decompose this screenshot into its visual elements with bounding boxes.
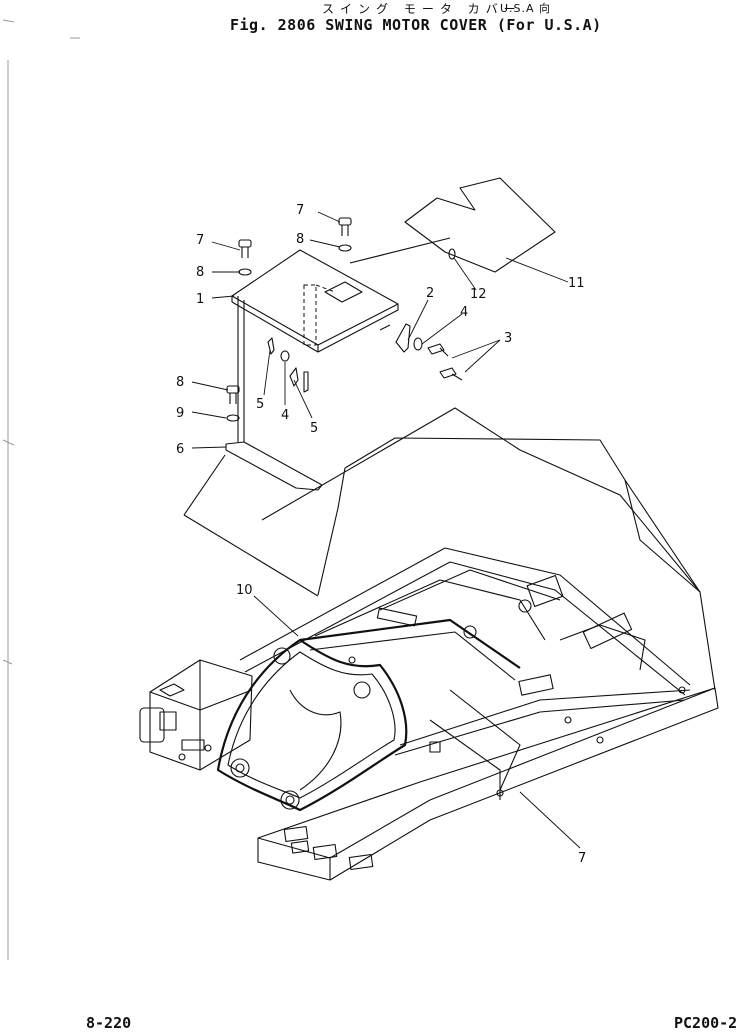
callout-7-lower: 8 bbox=[176, 375, 184, 390]
callout-6: 6 bbox=[176, 442, 184, 457]
title-japanese: スイング モータ カバー bbox=[322, 2, 522, 16]
revolving-frame-part-9 bbox=[139, 407, 719, 881]
cover-plate-part-1 bbox=[231, 237, 451, 353]
callout-8-left: 8 bbox=[196, 265, 204, 280]
callout-12: 12 bbox=[470, 287, 487, 302]
callout-8-top: 8 bbox=[296, 232, 304, 247]
callout-labels: 7 8 7 8 1 2 4 3 12 11 8 9 5 4 5 6 10 7 bbox=[176, 203, 586, 866]
callout-8-lower: 9 bbox=[176, 406, 184, 421]
callout-5-right: 5 bbox=[310, 421, 318, 436]
scan-edge-noise bbox=[2, 19, 80, 960]
model-code: PC200-2 bbox=[674, 1014, 738, 1032]
callout-leader-lines bbox=[191, 211, 581, 849]
title-japanese-region: U.S.A 向 bbox=[500, 2, 552, 15]
callout-7-left: 7 bbox=[196, 233, 204, 248]
stay-bar-part-6 bbox=[183, 296, 323, 597]
callout-4-left: 4 bbox=[281, 408, 289, 423]
callout-9: 7 bbox=[578, 851, 586, 866]
callout-4-right: 4 bbox=[460, 305, 468, 320]
rear-cover-part-11 bbox=[404, 177, 556, 273]
callout-10: 10 bbox=[236, 583, 253, 598]
callout-7-top: 7 bbox=[296, 203, 304, 218]
callout-3: 3 bbox=[504, 331, 512, 346]
page-number: 8-220 bbox=[86, 1014, 132, 1032]
callout-1: 1 bbox=[196, 292, 204, 307]
callout-5-left: 5 bbox=[256, 397, 264, 412]
callout-11: 11 bbox=[568, 276, 585, 291]
callout-2: 2 bbox=[426, 286, 434, 301]
figure-title: Fig. 2806 SWING MOTOR COVER (For U.S.A) bbox=[230, 16, 602, 34]
